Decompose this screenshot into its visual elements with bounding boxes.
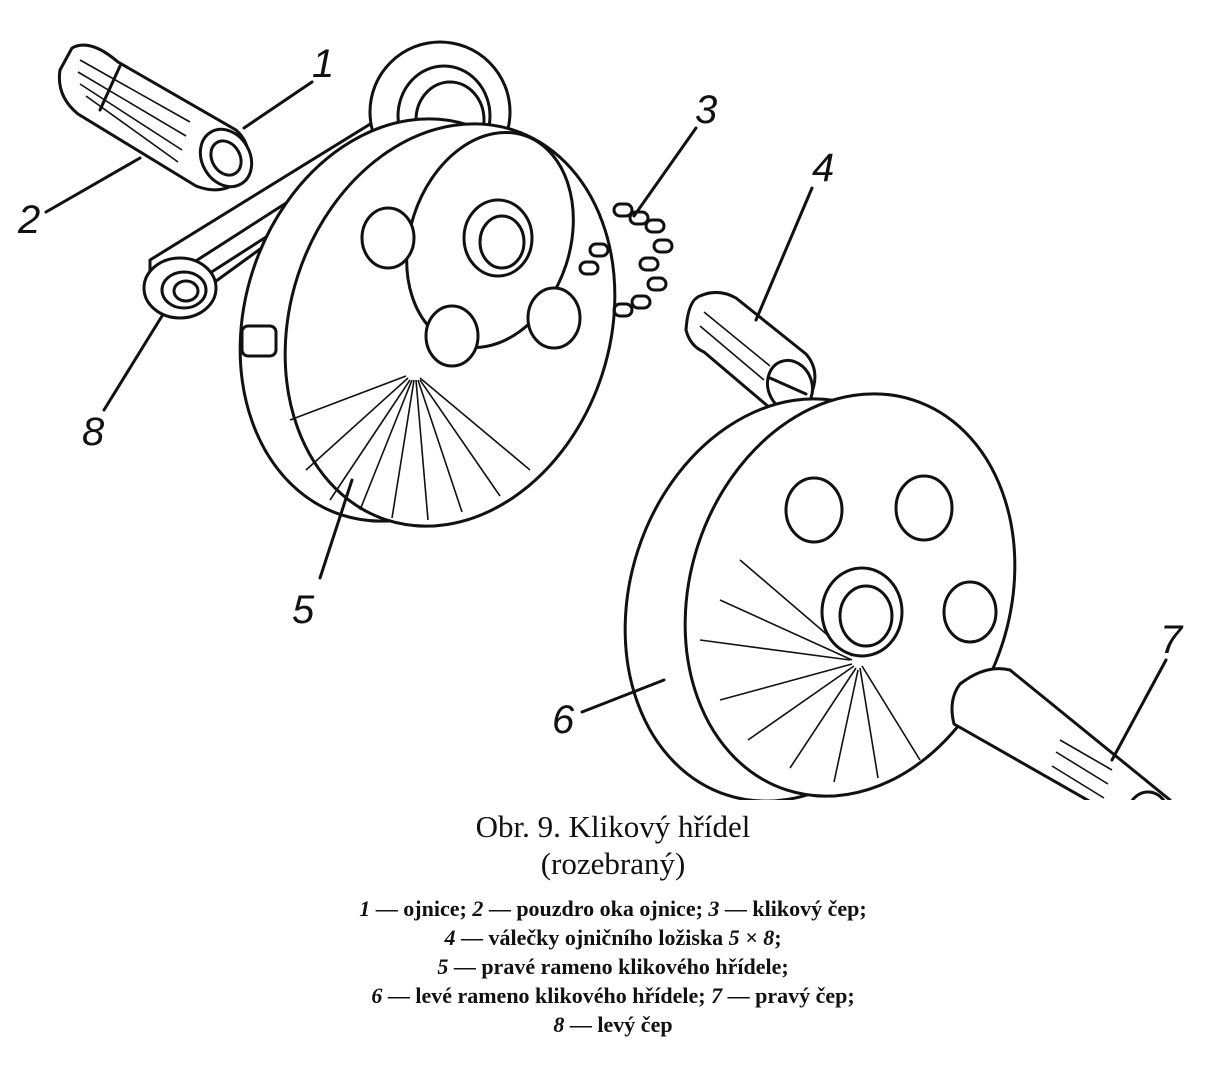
callout-3: 3 <box>695 88 718 132</box>
legend-line: 1 — ojnice; 2 — pouzdro oka ojnice; 3 — … <box>0 894 1226 923</box>
legend-number: 5 × 8 <box>728 925 775 950</box>
caption-subtitle: (rozebraný) <box>540 846 686 881</box>
legend-number: 3 <box>708 896 720 921</box>
caption-title: Obr. 9. Klikový hřídel <box>475 809 751 844</box>
legend-line: 8 — levý čep <box>0 1010 1226 1039</box>
legend-text: — pravé rameno klikového hřídele; <box>448 954 789 979</box>
legend-number: 8 <box>553 1012 565 1037</box>
legend-number: 4 <box>444 925 456 950</box>
legend-text: — pravý čep; <box>722 983 855 1008</box>
legend-line: 6 — levé rameno klikového hřídele; 7 — p… <box>0 981 1226 1010</box>
callout-5: 5 <box>292 588 315 632</box>
legend-text: — klikový čep; <box>719 896 867 921</box>
legend-text: ; <box>774 925 782 950</box>
callout-4: 4 <box>812 146 835 190</box>
crankshaft-illustration <box>44 40 1172 838</box>
legend-text: — ojnice; <box>370 896 473 921</box>
legend-number: 5 <box>437 954 449 979</box>
crank-pin <box>578 202 674 318</box>
right-crank-web <box>238 117 617 528</box>
legend-text: — levé rameno klikového hřídele; <box>382 983 712 1008</box>
legend-number: 6 <box>371 983 383 1008</box>
figure-caption: Obr. 9. Klikový hřídel (rozebraný) 1 — o… <box>0 808 1226 1039</box>
right-journal <box>950 667 1172 838</box>
legend-line: 5 — pravé rameno klikového hřídele; <box>0 952 1226 981</box>
callout-6: 6 <box>552 698 575 742</box>
legend-number: 1 <box>359 896 371 921</box>
legend-number: 7 <box>711 983 723 1008</box>
connecting-rod-bushing <box>57 43 254 192</box>
legend-text: — levý čep <box>564 1012 673 1037</box>
leader-lines <box>44 80 1168 762</box>
legend-line: 4 — válečky ojničního ložiska 5 × 8; <box>0 923 1226 952</box>
exploded-crankshaft-drawing: 1 2 3 4 5 6 7 8 <box>18 40 1183 838</box>
callout-1: 1 <box>312 42 335 86</box>
legend-text: — pouzdro oka ojnice; <box>483 896 709 921</box>
legend-number: 2 <box>472 896 484 921</box>
callout-7: 7 <box>1160 618 1183 662</box>
left-crank-web <box>623 392 1017 803</box>
legend-text: — válečky ojničního ložiska <box>455 925 729 950</box>
callout-2: 2 <box>18 198 41 242</box>
caption-legend: 1 — ojnice; 2 — pouzdro oka ojnice; 3 — … <box>0 894 1226 1039</box>
callout-8: 8 <box>82 410 105 454</box>
